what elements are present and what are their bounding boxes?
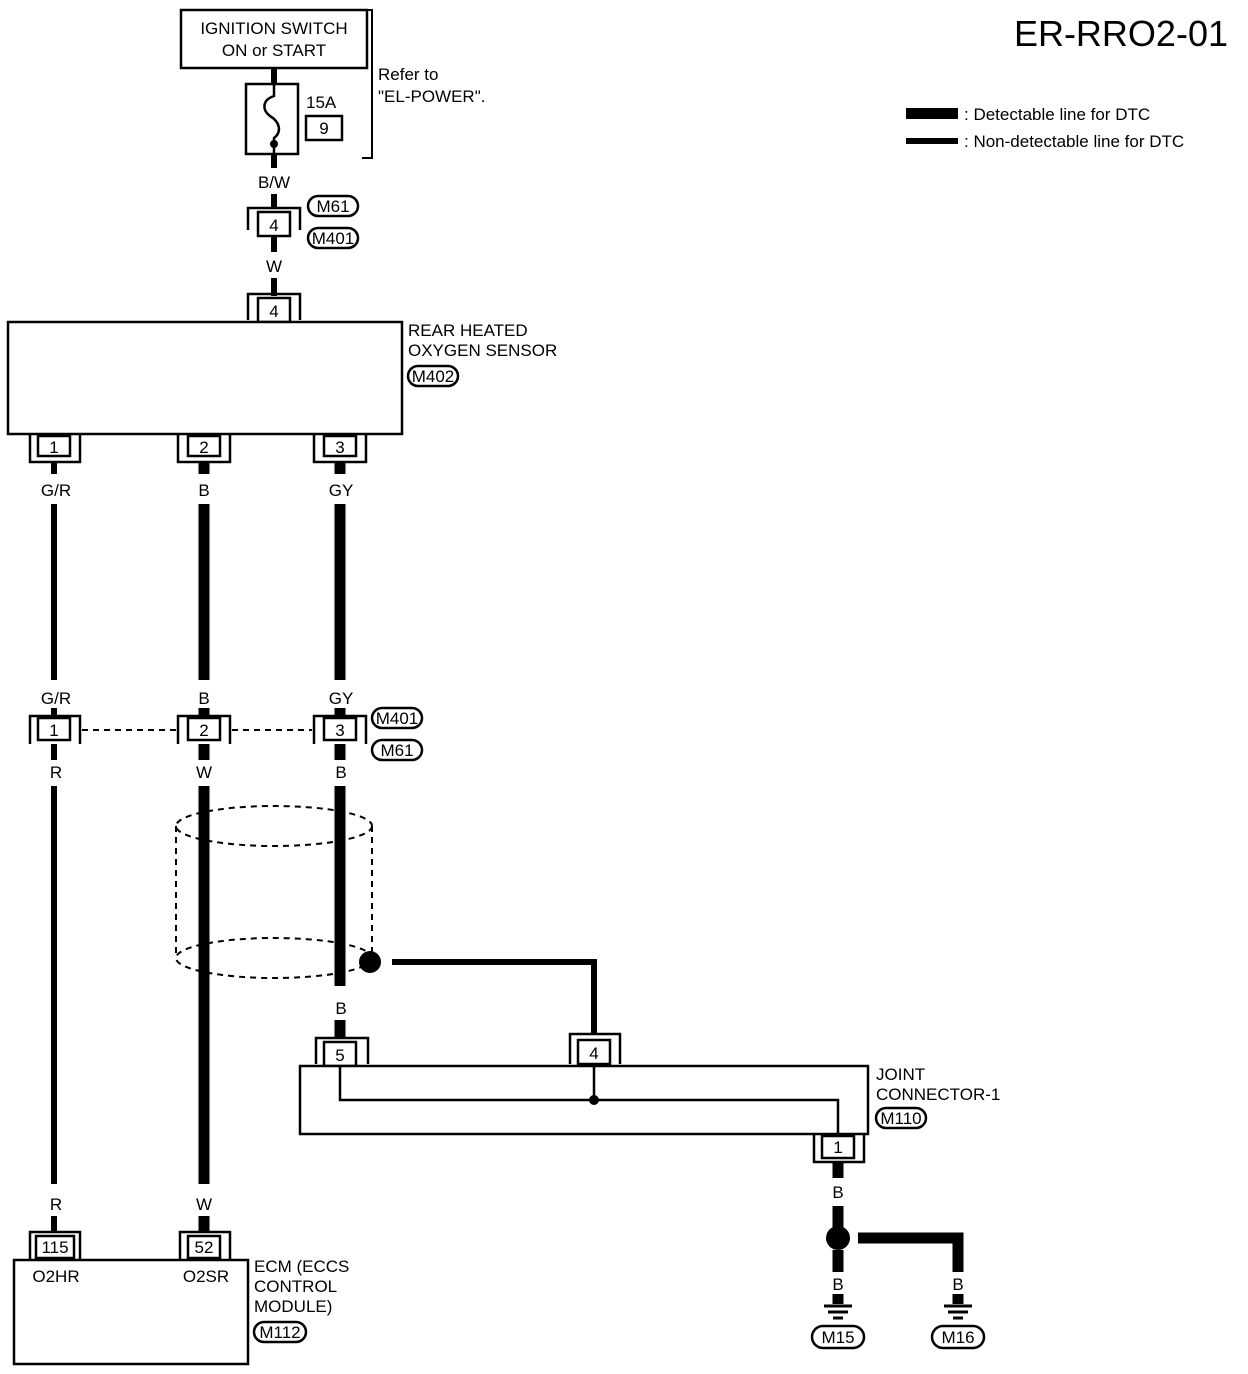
ecm-line3: MODULE) [254, 1297, 332, 1316]
shield-splice-dot [359, 951, 381, 973]
wire-color-r-mid: R [50, 763, 62, 782]
ignition-switch-line1: IGNITION SWITCH [200, 19, 347, 38]
pin-joint-5: 5 [335, 1046, 344, 1065]
wire-color-b-m16: B [952, 1275, 963, 1294]
pin-mid-3: 3 [335, 721, 344, 740]
legend-non-detectable-swatch [906, 138, 958, 144]
wire-color-b-m15: B [832, 1275, 843, 1294]
fuse-icon [263, 84, 281, 154]
connector-m15: M15 [821, 1328, 854, 1347]
pin-ecm-52: 52 [195, 1238, 214, 1257]
connector-m401-b: M401 [376, 709, 419, 728]
ignition-switch-line2: ON or START [222, 41, 326, 60]
pin-sensor-3: 3 [335, 438, 344, 457]
connector-m401: M401 [312, 229, 355, 248]
connector-m110: M110 [880, 1109, 921, 1128]
sensor-line1: REAR HEATED [408, 321, 528, 340]
pin-top-4b: 4 [269, 302, 278, 321]
refer-note-line1: Refer to [378, 65, 438, 84]
diagram-id: ER-RRO2-01 [1014, 13, 1228, 54]
ecm-line1: ECM (ECCS [254, 1257, 349, 1276]
rear-heated-oxygen-sensor: REAR HEATED OXYGEN SENSOR M402 [6, 320, 557, 436]
wire-color-b-shield: B [335, 763, 346, 782]
joint-connector-line1: JOINT [876, 1065, 925, 1084]
wire-color-r-ecm: R [50, 1195, 62, 1214]
connector-m402: M402 [412, 367, 455, 386]
joint-connector-1: JOINT CONNECTOR-1 M110 [298, 1064, 1000, 1136]
wire-color-b-upper: B [198, 481, 209, 500]
wire-color-bw: B/W [258, 173, 290, 192]
pin-mid-1: 1 [49, 721, 58, 740]
ground-icon-m15 [824, 1304, 852, 1320]
wire-color-gy-mid: GY [329, 689, 354, 708]
refer-note-line2: "EL-POWER". [378, 87, 485, 106]
wire-color-w-top: W [266, 257, 282, 276]
fuse-number: 9 [319, 119, 328, 138]
pin-sensor-2: 2 [199, 438, 208, 457]
ground-icon-m16 [944, 1304, 972, 1320]
ground-splice-dot [826, 1226, 850, 1250]
connector-m61-b: M61 [380, 741, 413, 760]
wire-color-gr-mid: G/R [41, 689, 71, 708]
connector-m16: M16 [941, 1328, 974, 1347]
pin-top-4a: 4 [269, 216, 278, 235]
joint-connector-line2: CONNECTOR-1 [876, 1085, 1000, 1104]
fuse-amps: 15A [306, 93, 337, 112]
pin-sensor-1: 1 [49, 438, 58, 457]
pin-ecm-115: 115 [41, 1238, 68, 1257]
ecm-term-o2hr: O2HR [32, 1267, 79, 1286]
wire-color-gr-upper: G/R [41, 481, 71, 500]
legend-non-detectable-text: : Non-detectable line for DTC [964, 132, 1184, 151]
wire-color-b-joint-out: B [832, 1183, 843, 1202]
wire-color-b-mid: B [198, 689, 209, 708]
wire-color-w-mid: W [196, 763, 212, 782]
sensor-line2: OXYGEN SENSOR [408, 341, 557, 360]
pin-mid-2: 2 [199, 721, 208, 740]
wire-color-b-joint5: B [335, 999, 346, 1018]
pin-joint-4: 4 [589, 1044, 598, 1063]
legend: : Detectable line for DTC : Non-detectab… [906, 105, 1184, 151]
legend-detectable-swatch [906, 108, 958, 119]
connector-m112: M112 [259, 1323, 300, 1342]
ignition-switch: IGNITION SWITCH ON or START [179, 8, 369, 70]
wire-color-gy-upper: GY [329, 481, 354, 500]
ecm-module: O2HR O2SR ECM (ECCS CONTROL MODULE) M112 [12, 1257, 349, 1366]
pin-joint-1: 1 [833, 1138, 842, 1157]
fuse: 15A 9 [244, 82, 344, 156]
connector-m61: M61 [316, 197, 349, 216]
wire-color-w-ecm: W [196, 1195, 212, 1214]
legend-detectable-text: : Detectable line for DTC [964, 105, 1150, 124]
ecm-line2: CONTROL [254, 1277, 337, 1296]
ecm-term-o2sr: O2SR [183, 1267, 229, 1286]
